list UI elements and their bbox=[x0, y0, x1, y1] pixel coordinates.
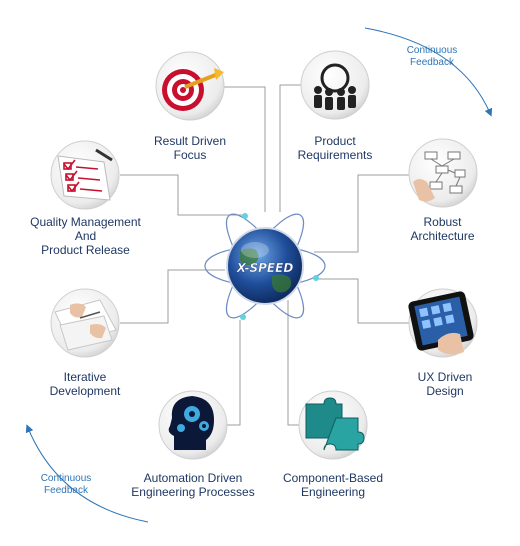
checklist-icon bbox=[57, 148, 113, 201]
node-component-based bbox=[298, 390, 368, 460]
node-ux-driven-design bbox=[408, 288, 478, 358]
feedback-label-top-right: Continuous Feedback bbox=[406, 45, 458, 68]
node-iterative-development bbox=[50, 288, 120, 358]
hand-icon bbox=[413, 179, 435, 202]
label-ux-driven-design: UX Driven Design bbox=[417, 370, 473, 398]
label-component-based: Component-Based Engineering bbox=[282, 471, 384, 499]
people-group-icon bbox=[314, 63, 356, 110]
feedback-arc-top-right bbox=[364, 27, 493, 117]
orbit-dots bbox=[240, 213, 319, 320]
target-arrow-icon bbox=[162, 68, 224, 111]
connector-ux bbox=[314, 278, 410, 324]
label-product-requirements: Product Requirements bbox=[297, 134, 373, 162]
node-automation-driven bbox=[158, 390, 228, 460]
label-iterative-development: Iterative Development bbox=[49, 370, 121, 398]
connector-component bbox=[287, 300, 300, 426]
center-title: X-SPEED bbox=[236, 261, 294, 275]
center-globe: X-SPEED bbox=[226, 227, 304, 305]
connector-iterative bbox=[120, 269, 225, 324]
feedback-arc-bottom-left bbox=[25, 424, 149, 523]
node-robust-architecture bbox=[408, 138, 478, 208]
connector-quality bbox=[120, 174, 245, 216]
label-robust-architecture: Robust Architecture bbox=[410, 215, 475, 243]
node-result-driven-focus bbox=[155, 51, 225, 121]
puzzle-icon bbox=[305, 397, 365, 451]
head-gears-icon bbox=[168, 396, 214, 450]
flowchart-icon bbox=[424, 151, 466, 194]
tablet-touch-icon bbox=[408, 291, 474, 355]
handshake-papers-icon bbox=[54, 299, 117, 351]
connector-robust bbox=[314, 174, 410, 253]
label-quality-management: Quality Management And Product Release bbox=[30, 215, 141, 257]
feedback-label-bottom-left: Continuous Feedback bbox=[40, 473, 92, 496]
node-product-requirements bbox=[300, 50, 370, 120]
label-result-driven-focus: Result Driven Focus bbox=[153, 134, 227, 162]
node-quality-management bbox=[50, 140, 120, 210]
connector-product-requirements bbox=[279, 84, 305, 212]
label-automation-driven: Automation Driven Engineering Processes bbox=[131, 471, 255, 499]
